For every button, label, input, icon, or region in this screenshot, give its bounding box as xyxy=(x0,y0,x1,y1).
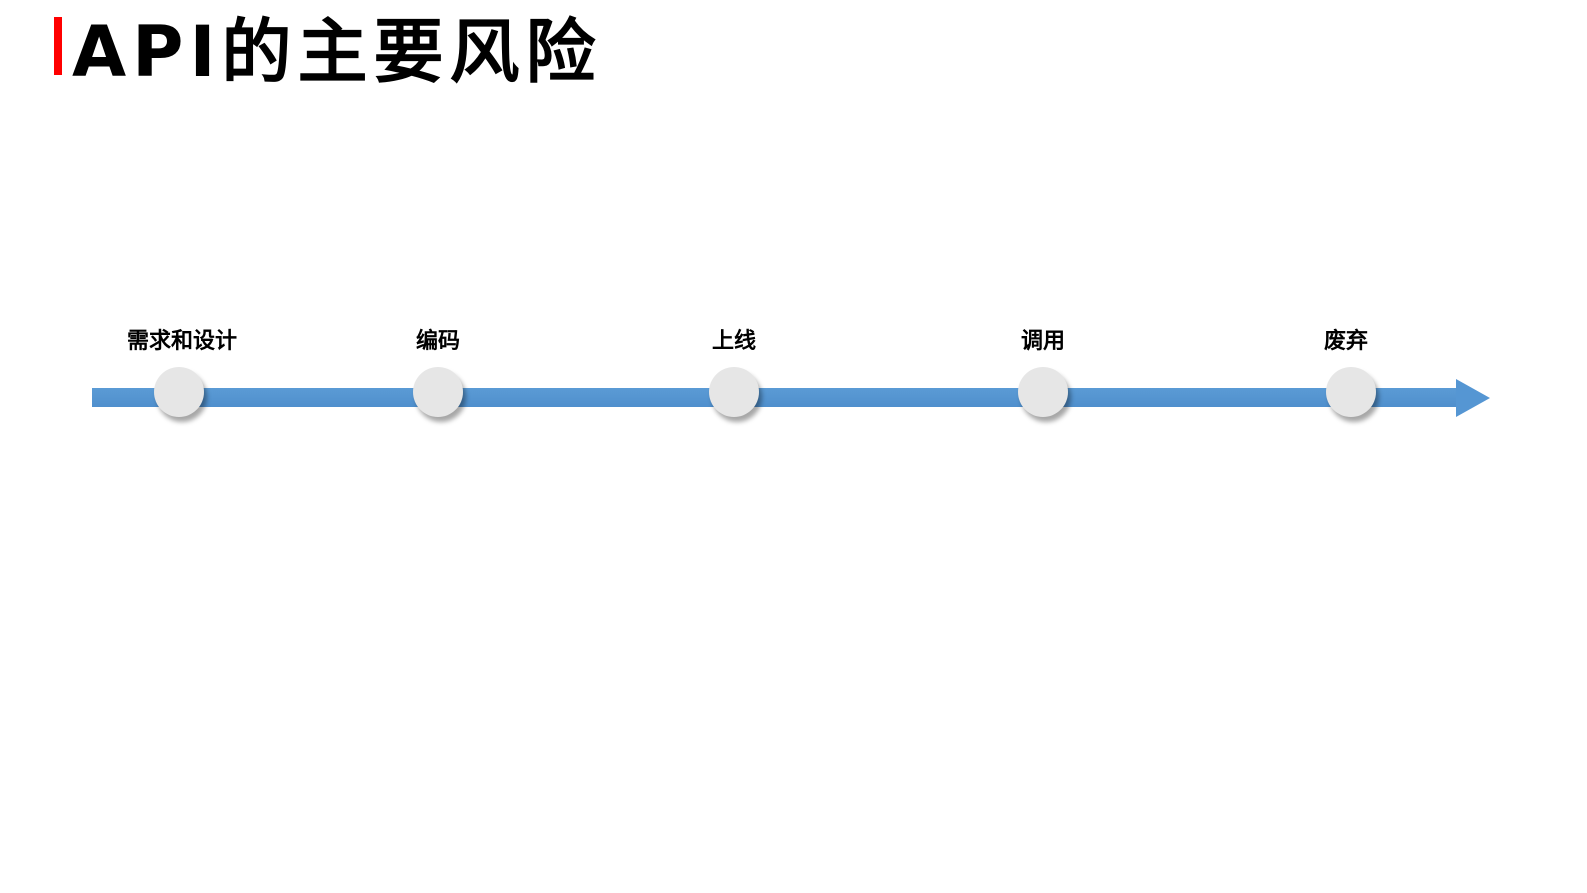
timeline-line xyxy=(92,388,1460,407)
stage-label-invoke: 调用 xyxy=(1020,329,1066,354)
stage-node-invoke xyxy=(1018,367,1068,417)
title-accent-bar xyxy=(54,17,62,75)
stage-node-design xyxy=(154,367,204,417)
stage-label-design: 需求和设计 xyxy=(126,329,238,354)
stage-label-coding: 编码 xyxy=(415,329,461,354)
stage-node-launch xyxy=(709,367,759,417)
stage-label-deprecate: 废弃 xyxy=(1323,329,1369,354)
stage-label-launch: 上线 xyxy=(711,329,757,354)
stage-node-coding xyxy=(413,367,463,417)
arrow-right-icon xyxy=(1456,379,1490,417)
stage-node-deprecate xyxy=(1326,367,1376,417)
page-title: API的主要风险 xyxy=(72,11,602,93)
